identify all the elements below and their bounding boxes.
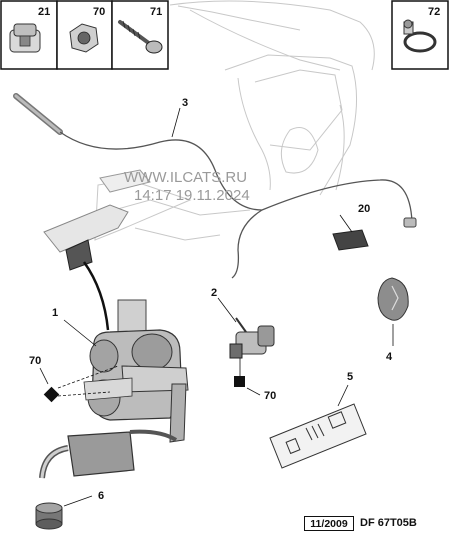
watermark-url: WWW.ILCATS.RU <box>124 169 247 186</box>
panel-icon <box>327 411 347 429</box>
hex-nut-icon <box>69 23 99 53</box>
callout-1: 1 <box>52 307 58 319</box>
part-1-heater-unit[interactable]: 1 <box>39 299 189 479</box>
fuel-pump-icon <box>285 437 301 455</box>
part-5-label[interactable]: 5 <box>269 371 367 469</box>
part-20-pad[interactable]: 20 <box>332 203 370 251</box>
cable-3 <box>13 93 417 279</box>
cable-connector <box>403 217 417 228</box>
legend-ref-70: 70 <box>93 6 105 18</box>
part-2-sensor[interactable]: 2 <box>211 287 275 359</box>
mounting-bracket <box>43 169 151 331</box>
part-6-grommet[interactable]: 6 <box>35 490 104 530</box>
part-4-cover[interactable]: 4 <box>377 277 409 363</box>
screw-icon <box>118 20 163 54</box>
watermark-timestamp: 14:17 19.11.2024 <box>134 187 250 204</box>
callout-3[interactable]: 3 <box>182 97 188 109</box>
legend-box-70[interactable]: 70 <box>56 0 113 70</box>
legend-ref-21: 21 <box>38 6 50 18</box>
legend-box-72[interactable]: 72 <box>391 0 449 70</box>
callout-70b: 70 <box>264 390 276 402</box>
heat-waves-icon <box>305 423 325 441</box>
nut-clip-icon <box>9 23 41 53</box>
car-body-outline <box>94 0 375 241</box>
callout-6: 6 <box>98 490 104 502</box>
legend-box-21[interactable]: 21 <box>0 0 58 70</box>
legend-ref-72: 72 <box>428 6 440 18</box>
callout-2: 2 <box>211 287 217 299</box>
legend-box-71[interactable]: 71 <box>111 0 169 70</box>
footer-date: 11/2009 <box>304 516 354 531</box>
callout-5: 5 <box>347 371 353 383</box>
callout-20: 20 <box>358 203 370 215</box>
callout-70a: 70 <box>29 355 41 367</box>
part-70b-nut-marker[interactable]: 70 <box>234 358 276 402</box>
callout-4: 4 <box>386 351 393 363</box>
footer-code: DF 67T05B <box>360 517 417 529</box>
legend-ref-71: 71 <box>150 6 162 18</box>
hose-clamp-icon <box>403 19 437 53</box>
